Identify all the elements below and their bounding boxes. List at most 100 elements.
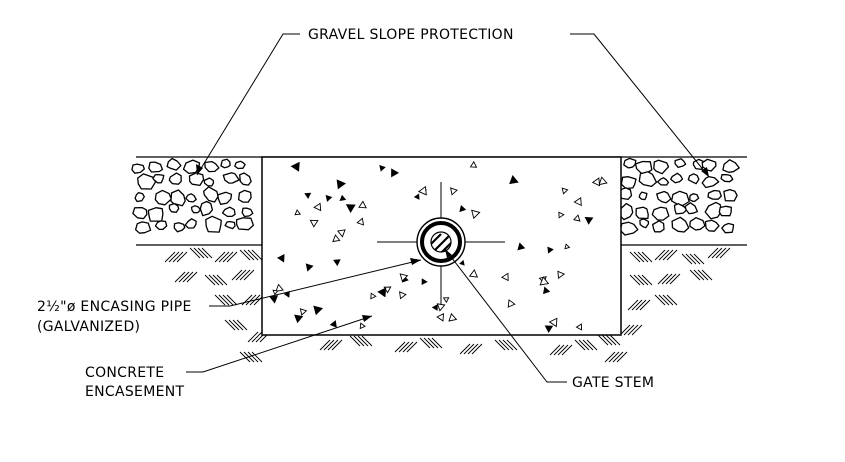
hatch-line <box>319 339 331 351</box>
hatch-line <box>665 273 677 285</box>
hatch-line <box>402 341 414 353</box>
hatch-line <box>176 251 188 263</box>
gravel-stone <box>651 206 670 221</box>
gravel-stone <box>220 158 231 169</box>
hatch-line <box>226 251 238 263</box>
gravel-stone <box>673 203 688 215</box>
hatch-line <box>398 341 410 353</box>
hatch-line <box>685 253 697 265</box>
gravel-stone <box>185 193 197 203</box>
aggregate-mark <box>431 304 438 311</box>
gravel-stone <box>620 176 637 190</box>
hatch-line <box>561 344 573 356</box>
hatch-line <box>251 331 263 343</box>
gravel-stone <box>137 173 157 190</box>
gravel-stone <box>166 157 182 171</box>
gravel-stone <box>652 220 665 233</box>
gravel-stone <box>720 174 734 183</box>
aggregate-mark <box>336 179 346 190</box>
aggregate-mark <box>575 323 582 331</box>
gravel-stone <box>224 220 236 230</box>
gravel-stone <box>170 189 186 207</box>
hatch-line <box>641 251 653 263</box>
hatch-line <box>182 271 194 283</box>
hatch-line <box>639 299 651 311</box>
hatch-line <box>498 339 510 351</box>
hatch-line <box>208 274 220 286</box>
hatch-line <box>467 343 479 355</box>
aggregate-mark <box>391 168 400 178</box>
aggregate-mark <box>449 187 458 196</box>
hatch-line <box>231 269 243 281</box>
aggregate-mark <box>459 259 465 266</box>
aggregate-mark <box>557 270 566 280</box>
hatch-line <box>553 344 565 356</box>
hatch-line <box>218 294 230 306</box>
aggregate-mark <box>448 312 458 322</box>
hatch-line <box>605 334 617 346</box>
aggregate-mark <box>277 254 285 263</box>
hatch-line <box>689 253 701 265</box>
hatch-line <box>394 341 406 353</box>
label-gate-stem: GATE STEM <box>572 375 654 391</box>
aggregate-mark <box>436 313 445 322</box>
aggregate-mark <box>313 305 323 316</box>
gravel-stone <box>639 218 650 229</box>
hatch-line <box>719 247 731 259</box>
hatch-line <box>357 335 369 347</box>
aggregate-mark <box>399 273 409 282</box>
aggregate-mark <box>399 291 407 300</box>
aggregate-mark <box>299 308 308 316</box>
hatch-line <box>186 271 198 283</box>
hatch-line <box>707 247 719 259</box>
hatch-line <box>582 339 594 351</box>
concrete-aggregate <box>269 160 608 333</box>
hatch-line <box>423 337 435 349</box>
aggregate-mark <box>501 272 509 282</box>
hatch-line <box>666 294 678 306</box>
gravel-stone <box>656 190 672 204</box>
gravel-stone <box>670 190 690 207</box>
hatch-line <box>669 273 681 285</box>
aggregate-mark <box>413 193 420 200</box>
aggregate-mark <box>339 194 347 201</box>
gravel-right <box>616 157 740 236</box>
hatch-line <box>174 271 186 283</box>
hatch-line <box>164 251 176 263</box>
hatch-line <box>353 335 365 347</box>
aggregate-mark <box>539 276 550 286</box>
gravel-stone <box>152 173 165 184</box>
hatch-line <box>243 269 255 281</box>
hatch-line <box>228 319 240 331</box>
aggregate-mark <box>290 161 300 172</box>
gravel-stone <box>199 200 214 217</box>
hatch-line <box>578 339 590 351</box>
aggregate-mark <box>509 175 519 185</box>
gravel-stone <box>638 191 648 201</box>
gravel-stone <box>173 222 186 233</box>
gravel-stone <box>722 159 740 173</box>
hatch-line <box>222 294 234 306</box>
hatch-line <box>247 331 259 343</box>
aggregate-mark <box>459 204 467 213</box>
label-concrete: CONCRETE <box>85 365 164 381</box>
gravel-stone <box>168 172 182 185</box>
aggregate-mark <box>283 291 290 298</box>
hatch-line <box>627 324 639 336</box>
hatch-line <box>235 269 247 281</box>
hatch-line <box>693 269 705 281</box>
gravel-stone <box>656 177 670 186</box>
gravel-stone <box>689 193 700 202</box>
hatch-line <box>711 247 723 259</box>
aggregate-mark <box>543 286 551 295</box>
gravel-stone <box>701 175 720 189</box>
hatch-line <box>419 337 431 349</box>
hatch-line <box>601 334 613 346</box>
gravel-stone <box>239 172 252 186</box>
hatch-line <box>214 251 226 263</box>
aggregate-mark <box>332 234 341 243</box>
hatch-line <box>715 247 727 259</box>
hatch-line <box>661 273 673 285</box>
gravel-stone <box>234 160 246 170</box>
aggregate-mark <box>304 192 312 199</box>
